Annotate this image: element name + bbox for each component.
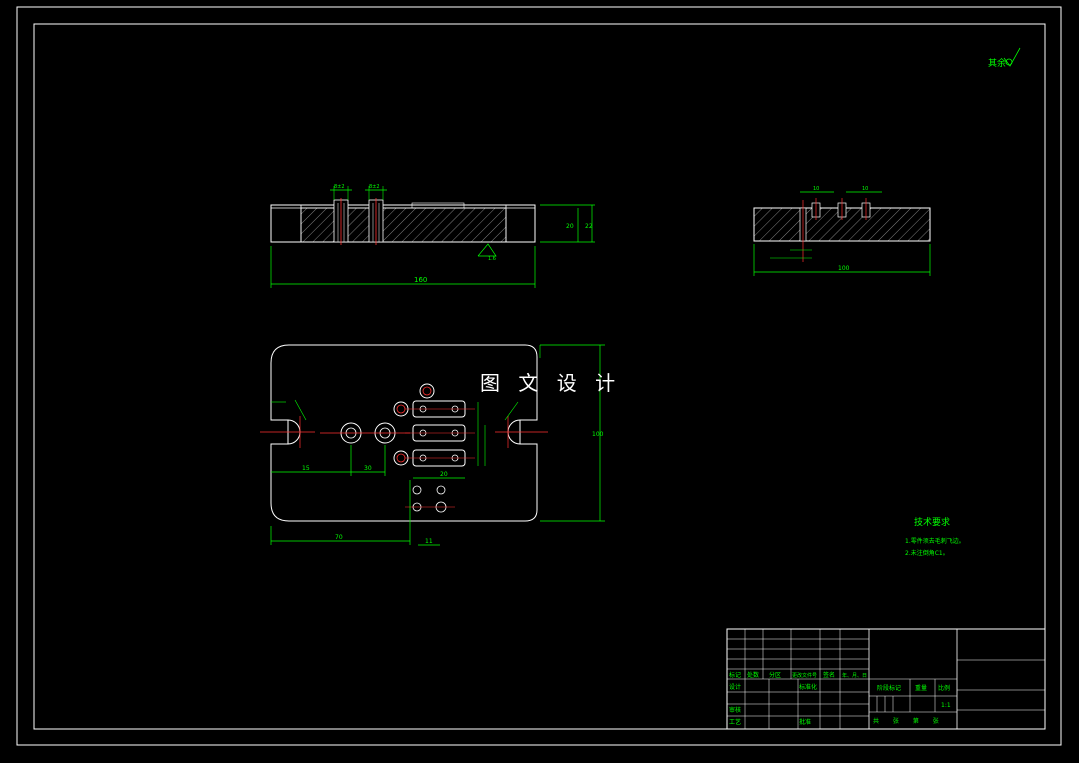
dim-front-slot1: 8±2	[334, 184, 345, 190]
tb-count: 处数	[747, 671, 759, 679]
dim-top-w3: 70	[335, 534, 343, 541]
dim-top-w2: 30	[364, 465, 372, 472]
tb-process: 工艺	[729, 718, 741, 726]
dim-front-h1: 20	[566, 223, 574, 230]
front-section-view: 160 20 22 8±2 8±2 1.6	[270, 184, 595, 288]
watermark-text: 图 文 设 计	[480, 371, 621, 395]
dim-side-length: 100	[838, 265, 850, 272]
roughness-note: 其余	[988, 57, 1006, 69]
dim-top-height: 100	[592, 431, 604, 438]
technical-requirements: 技术要求 1.零件须去毛刺飞边。 2.未注倒角C1。	[905, 516, 965, 557]
dim-top-w5: 11	[425, 538, 433, 545]
dim-front-slot2: 8±2	[369, 184, 380, 190]
dim-front-length: 160	[414, 276, 427, 284]
inner-frame	[33, 23, 1046, 730]
dim-side-w1: 10	[813, 186, 819, 192]
outer-frame	[16, 6, 1062, 746]
tb-review: 审核	[729, 706, 741, 714]
tb-weight: 重量	[915, 684, 927, 692]
title-block: 标记 处数 分区 更改文件号 签名 年、月、日 设计 标准化 审核 工艺 批准 …	[726, 628, 1046, 730]
tb-mark: 标记	[729, 671, 741, 679]
side-section-view: 10 10 100	[753, 186, 931, 276]
dim-side-w2: 10	[862, 186, 868, 192]
tech-req-item-2: 2.未注倒角C1。	[905, 549, 949, 557]
tb-approve: 批准	[799, 718, 811, 726]
tb-stage: 阶段标记	[877, 684, 901, 692]
tb-sheets: 共 张 第 张	[873, 717, 945, 725]
tb-design: 设计	[729, 683, 741, 691]
dim-front-h2: 22	[585, 223, 593, 230]
tb-zone: 分区	[769, 671, 781, 679]
dim-top-w1: 15	[302, 465, 310, 472]
tb-ratio: 比例	[938, 684, 950, 692]
tb-date: 年、月、日	[842, 672, 867, 679]
dim-front-rough: 1.6	[488, 256, 496, 262]
dim-top-w4: 20	[440, 471, 448, 478]
tb-doc-no: 更改文件号	[792, 672, 817, 679]
tb-standard: 标准化	[799, 683, 817, 691]
tb-sign: 签名	[823, 671, 835, 679]
tb-ratio-value: 1:1	[941, 702, 951, 709]
tech-req-item-1: 1.零件须去毛刺飞边。	[905, 537, 965, 545]
top-view: 70 11 15 30 20 100	[260, 344, 605, 546]
tech-req-title: 技术要求	[914, 516, 950, 528]
roughness-symbol: 其余	[988, 47, 1021, 69]
